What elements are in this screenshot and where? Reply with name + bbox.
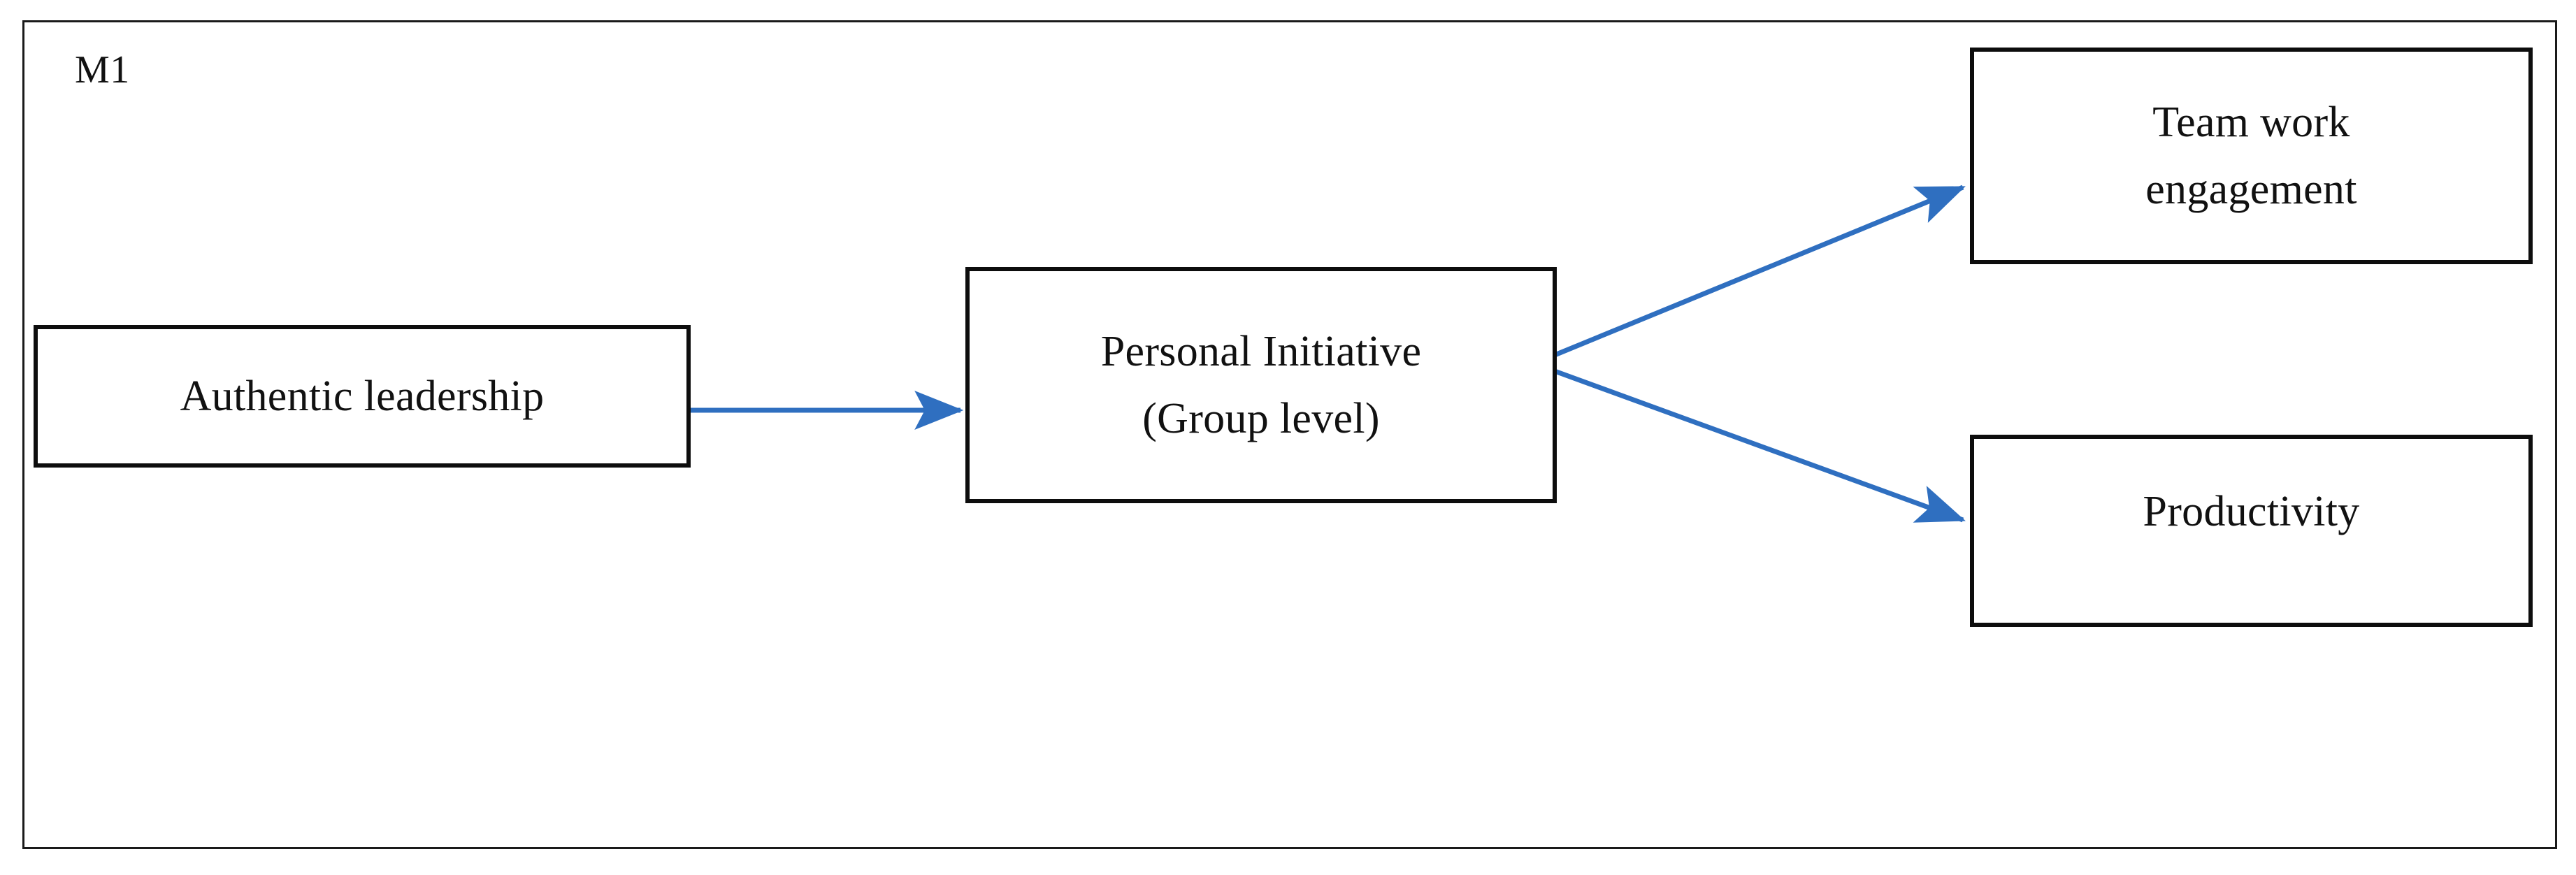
node-personal-initiative: Personal Initiative (Group level) (965, 267, 1557, 503)
node-authentic-leadership: Authentic leadership (34, 325, 691, 468)
node-productivity: Productivity (1970, 435, 2533, 627)
figure-outer-frame: M1 Authentic leadership Personal Initiat… (22, 20, 2557, 849)
node-authentic-leadership-label: Authentic leadership (180, 372, 545, 420)
model-label: M1 (75, 48, 130, 92)
node-personal-initiative-label: Personal Initiative (Group level) (1100, 327, 1422, 442)
node-team-work-engagement-label: Team work engagement (2145, 98, 2357, 213)
node-productivity-label: Productivity (2143, 488, 2360, 535)
edge-personal-initiative-to-team-work-engagement (1553, 185, 1966, 358)
node-team-work-engagement: Team work engagement (1970, 48, 2533, 264)
edge-personal-initiative-to-productivity (1553, 368, 1966, 523)
